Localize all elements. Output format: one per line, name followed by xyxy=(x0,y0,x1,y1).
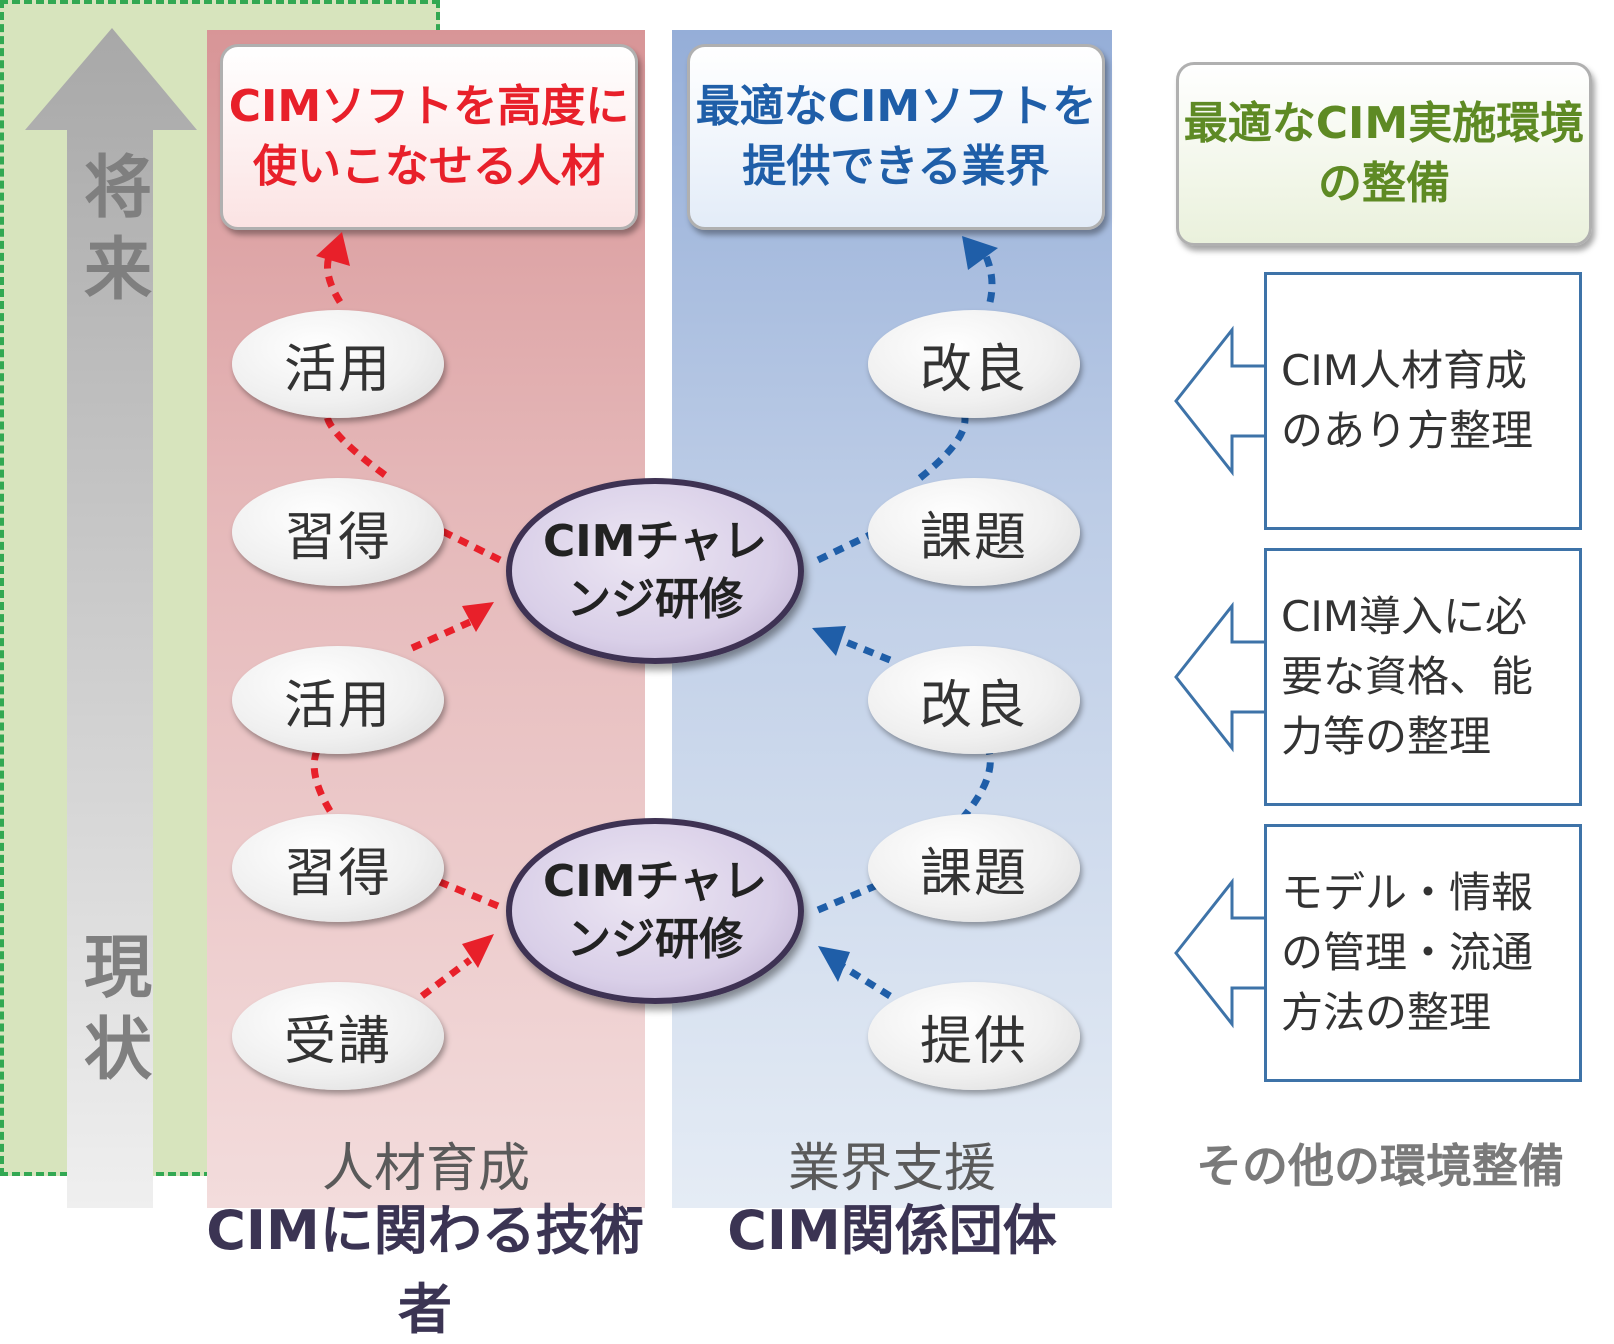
industry-step-3: 改良 xyxy=(868,646,1080,754)
industry-bottom-label: CIM関係団体 xyxy=(727,1199,1057,1262)
time-axis-arrow xyxy=(25,28,197,1208)
industry-step-5: 提供 xyxy=(868,982,1080,1090)
left-arrow-icon xyxy=(1174,601,1268,753)
environment-item-1: CIM人材育成 のあり方整理 xyxy=(1172,272,1584,530)
core-training-lower: CIMチャレ ンジ研修 xyxy=(506,818,804,1004)
people-bottom-label: CIMに関わる技術者 xyxy=(206,1199,644,1341)
people-step-2: 習得 xyxy=(232,478,444,586)
people-step-4: 習得 xyxy=(232,814,444,922)
left-arrow-icon xyxy=(1174,877,1268,1029)
environment-item-3: モデル・情報 の管理・流通 方法の整理 xyxy=(1172,824,1584,1082)
goal-people-text: CIMソフトを高度に 使いこなせる人材 xyxy=(228,81,630,192)
industry-step-4: 課題 xyxy=(868,814,1080,922)
industry-column-label: 業界支援 xyxy=(787,1139,996,1199)
goal-environment: 最適なCIM実施環境 の整備 xyxy=(1176,62,1592,246)
people-column-label: 人材育成 xyxy=(321,1139,530,1199)
people-step-5: 受講 xyxy=(232,982,444,1090)
people-step-1: 活用 xyxy=(232,310,444,418)
people-step-3: 活用 xyxy=(232,646,444,754)
environment-item-1-text: CIM人材育成 のあり方整理 xyxy=(1264,272,1582,530)
left-arrow-icon xyxy=(1174,325,1268,477)
goal-people: CIMソフトを高度に 使いこなせる人材 xyxy=(220,44,638,230)
environment-item-2: CIM導入に必 要な資格、能 力等の整理 xyxy=(1172,548,1584,806)
industry-step-1: 改良 xyxy=(868,310,1080,418)
environment-column-label: その他の環境整備 xyxy=(1196,1139,1564,1193)
core-training-lower-text: CIMチャレ ンジ研修 xyxy=(542,856,767,965)
environment-item-2-text: CIM導入に必 要な資格、能 力等の整理 xyxy=(1264,548,1582,806)
axis-future-label: 将 来 xyxy=(83,149,152,310)
environment-item-3-text: モデル・情報 の管理・流通 方法の整理 xyxy=(1264,824,1582,1082)
goal-industry: 最適なCIMソフトを 提供できる業界 xyxy=(687,44,1105,230)
industry-step-2: 課題 xyxy=(868,478,1080,586)
axis-present-label: 現 状 xyxy=(83,929,152,1090)
goal-environment-text: 最適なCIM実施環境 の整備 xyxy=(1183,98,1585,209)
core-training-upper-text: CIMチャレ ンジ研修 xyxy=(542,516,767,625)
goal-industry-text: 最適なCIMソフトを 提供できる業界 xyxy=(695,81,1097,192)
core-training-upper: CIMチャレ ンジ研修 xyxy=(506,478,804,664)
